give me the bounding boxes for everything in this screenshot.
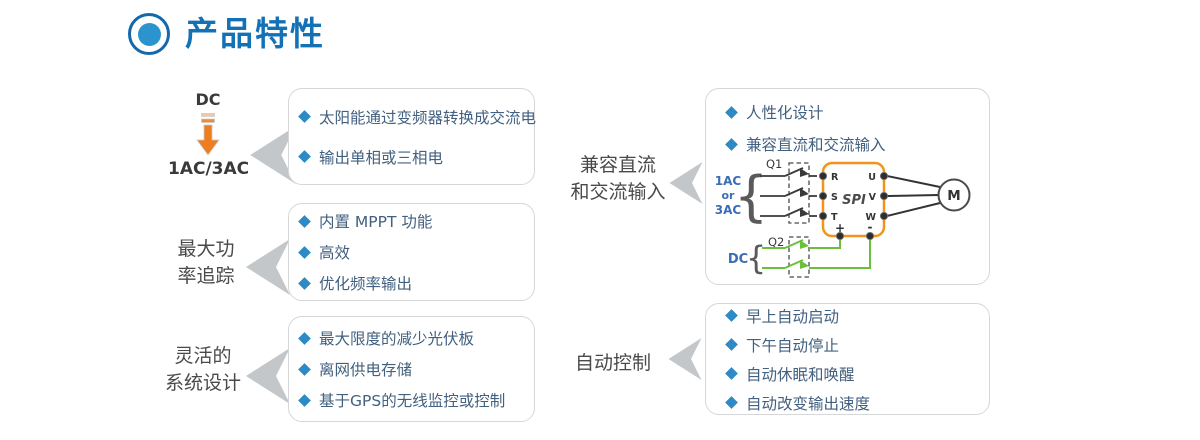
feature-item: 输出单相或三相电 — [298, 146, 526, 168]
svg-text:T: T — [831, 212, 838, 223]
svg-text:or: or — [722, 189, 736, 202]
feature-item-text: 输出单相或三相电 — [319, 148, 444, 167]
dc-source-text: DC — [195, 90, 221, 109]
chevron-left-icon — [668, 338, 702, 380]
dc-terminal-labels: + - — [835, 220, 873, 235]
feature-item: 人性化设计 — [725, 101, 981, 123]
group-label-line: 灵活的 — [174, 345, 232, 367]
blade-arrowheads — [800, 168, 809, 217]
feature-item-text: 离网供电存储 — [319, 361, 413, 379]
group-label-input-compatible: 兼容直流 和交流输入 — [562, 152, 674, 206]
chevron-left-icon — [246, 239, 290, 295]
feature-item: 基于GPS的无线监控或控制 — [298, 389, 526, 411]
feature-item-text: 基于GPS的无线监控或控制 — [319, 392, 506, 410]
group-label-line: 最大功 — [177, 238, 235, 260]
feature-item: 兼容直流和交流输入 — [725, 133, 981, 155]
feature-item-text: 优化频率输出 — [319, 275, 413, 293]
feature-item: 早上自动启动 — [725, 305, 981, 327]
group-label-line: 和交流输入 — [570, 181, 666, 203]
feature-item-text: 人性化设计 — [746, 104, 824, 122]
dc-to-ac-arrow-icon — [196, 113, 220, 156]
diamond-bullet-icon — [725, 338, 738, 351]
diamond-bullet-icon — [298, 331, 311, 345]
svg-text:W: W — [866, 212, 877, 223]
ac-source-label: 1AC or 3AC — [715, 174, 742, 217]
feature-item: 下午自动停止 — [725, 334, 981, 356]
feature-item-text: 兼容直流和交流输入 — [746, 136, 886, 154]
group-label-line: 率追踪 — [177, 265, 235, 287]
q2-label: Q2 — [768, 235, 784, 249]
diamond-bullet-icon — [725, 309, 738, 322]
feature-item: 离网供电存储 — [298, 358, 526, 380]
feature-item: 高效 — [298, 241, 526, 263]
feature-item-text: 自动改变输出速度 — [746, 394, 871, 413]
diamond-bullet-icon — [298, 362, 311, 376]
svg-text:S: S — [831, 192, 838, 203]
diamond-bullet-icon — [298, 214, 311, 228]
page-title: 产品特性 — [185, 14, 325, 53]
dc-flow-label: DC 1AC/3AC — [168, 90, 250, 179]
feature-item: 内置 MPPT 功能 — [298, 210, 526, 232]
dc-brace: { — [746, 239, 766, 277]
circuit-diagram: 1AC or 3AC { Q1 SPI R — [715, 157, 971, 278]
output-terminal-labels: U V W — [866, 172, 877, 223]
dc-source-label: DC — [728, 252, 748, 267]
feature-item: 太阳能通过变频器转换成交流电 — [298, 106, 536, 128]
feature-item-text: 最大限度的减少光伏板 — [319, 330, 475, 348]
diamond-bullet-icon — [298, 393, 311, 407]
feature-item: 自动休眠和唤醒 — [725, 363, 981, 385]
ac-output-text: 1AC/3AC — [168, 159, 250, 179]
svg-text:-: - — [868, 220, 873, 234]
group-label-max-power-tracking: 最大功 率追踪 — [158, 236, 254, 290]
q1-breaker-box — [788, 162, 810, 224]
diamond-bullet-icon — [725, 396, 738, 409]
svg-text:1AC: 1AC — [715, 174, 742, 188]
bullseye-icon — [128, 13, 170, 55]
group-label-line: 系统设计 — [164, 372, 241, 394]
group-label-flexible-design: 灵活的 系统设计 — [150, 343, 256, 397]
feature-box-input-compatible: 人性化设计 兼容直流和交流输入 1AC or 3AC { Q1 — [705, 88, 990, 285]
motor-wires — [886, 175, 941, 217]
diamond-bullet-icon — [298, 110, 311, 123]
chevron-left-icon — [669, 162, 703, 204]
diamond-bullet-icon — [298, 150, 311, 163]
diamond-bullet-icon — [298, 245, 311, 259]
feature-box-automatic-control: 早上自动启动 下午自动停止 自动休眠和唤醒 自动改变输出速度 — [705, 303, 990, 415]
chevron-left-icon — [250, 126, 296, 184]
bullseye-dot-icon — [137, 22, 161, 46]
feature-item-text: 高效 — [319, 244, 351, 262]
feature-box-max-power-tracking: 内置 MPPT 功能 高效 优化频率输出 — [288, 203, 535, 301]
page-header: 产品特性 — [128, 13, 325, 55]
feature-item: 优化频率输出 — [298, 272, 526, 294]
chevron-left-icon — [246, 348, 290, 404]
q1-label: Q1 — [766, 157, 782, 171]
feature-item-text: 自动休眠和唤醒 — [746, 365, 855, 384]
inverter-label: SPI — [842, 193, 866, 208]
input-terminal-labels: R S T — [831, 172, 839, 223]
dc-blade-arrowheads — [800, 240, 809, 269]
svg-text:V: V — [869, 192, 877, 203]
group-label-automatic-control: 自动控制 — [563, 350, 663, 377]
feature-box-flexible-design: 最大限度的减少光伏板 离网供电存储 基于GPS的无线监控或控制 — [288, 316, 535, 422]
feature-item-text: 下午自动停止 — [746, 336, 840, 355]
q2-breaker-box — [788, 236, 810, 278]
feature-item: 自动改变输出速度 — [725, 392, 981, 414]
motor — [937, 178, 971, 212]
feature-item-text: 内置 MPPT 功能 — [319, 213, 433, 231]
diamond-bullet-icon — [298, 276, 311, 290]
group-label-line: 自动控制 — [574, 352, 651, 374]
svg-text:U: U — [868, 172, 876, 183]
feature-box-conversion: 太阳能通过变频器转换成交流电 输出单相或三相电 — [288, 88, 536, 185]
feature-item: 最大限度的减少光伏板 — [298, 327, 526, 349]
diamond-bullet-icon — [725, 367, 738, 380]
feature-item-text: 太阳能通过变频器转换成交流电 — [319, 108, 537, 127]
feature-item-text: 早上自动启动 — [746, 307, 840, 326]
group-label-line: 兼容直流 — [579, 154, 656, 176]
svg-text:+: + — [835, 221, 845, 235]
terminal-dots — [818, 171, 889, 241]
svg-text:3AC: 3AC — [715, 203, 742, 217]
svg-text:R: R — [831, 172, 839, 183]
motor-label: M — [947, 188, 960, 204]
